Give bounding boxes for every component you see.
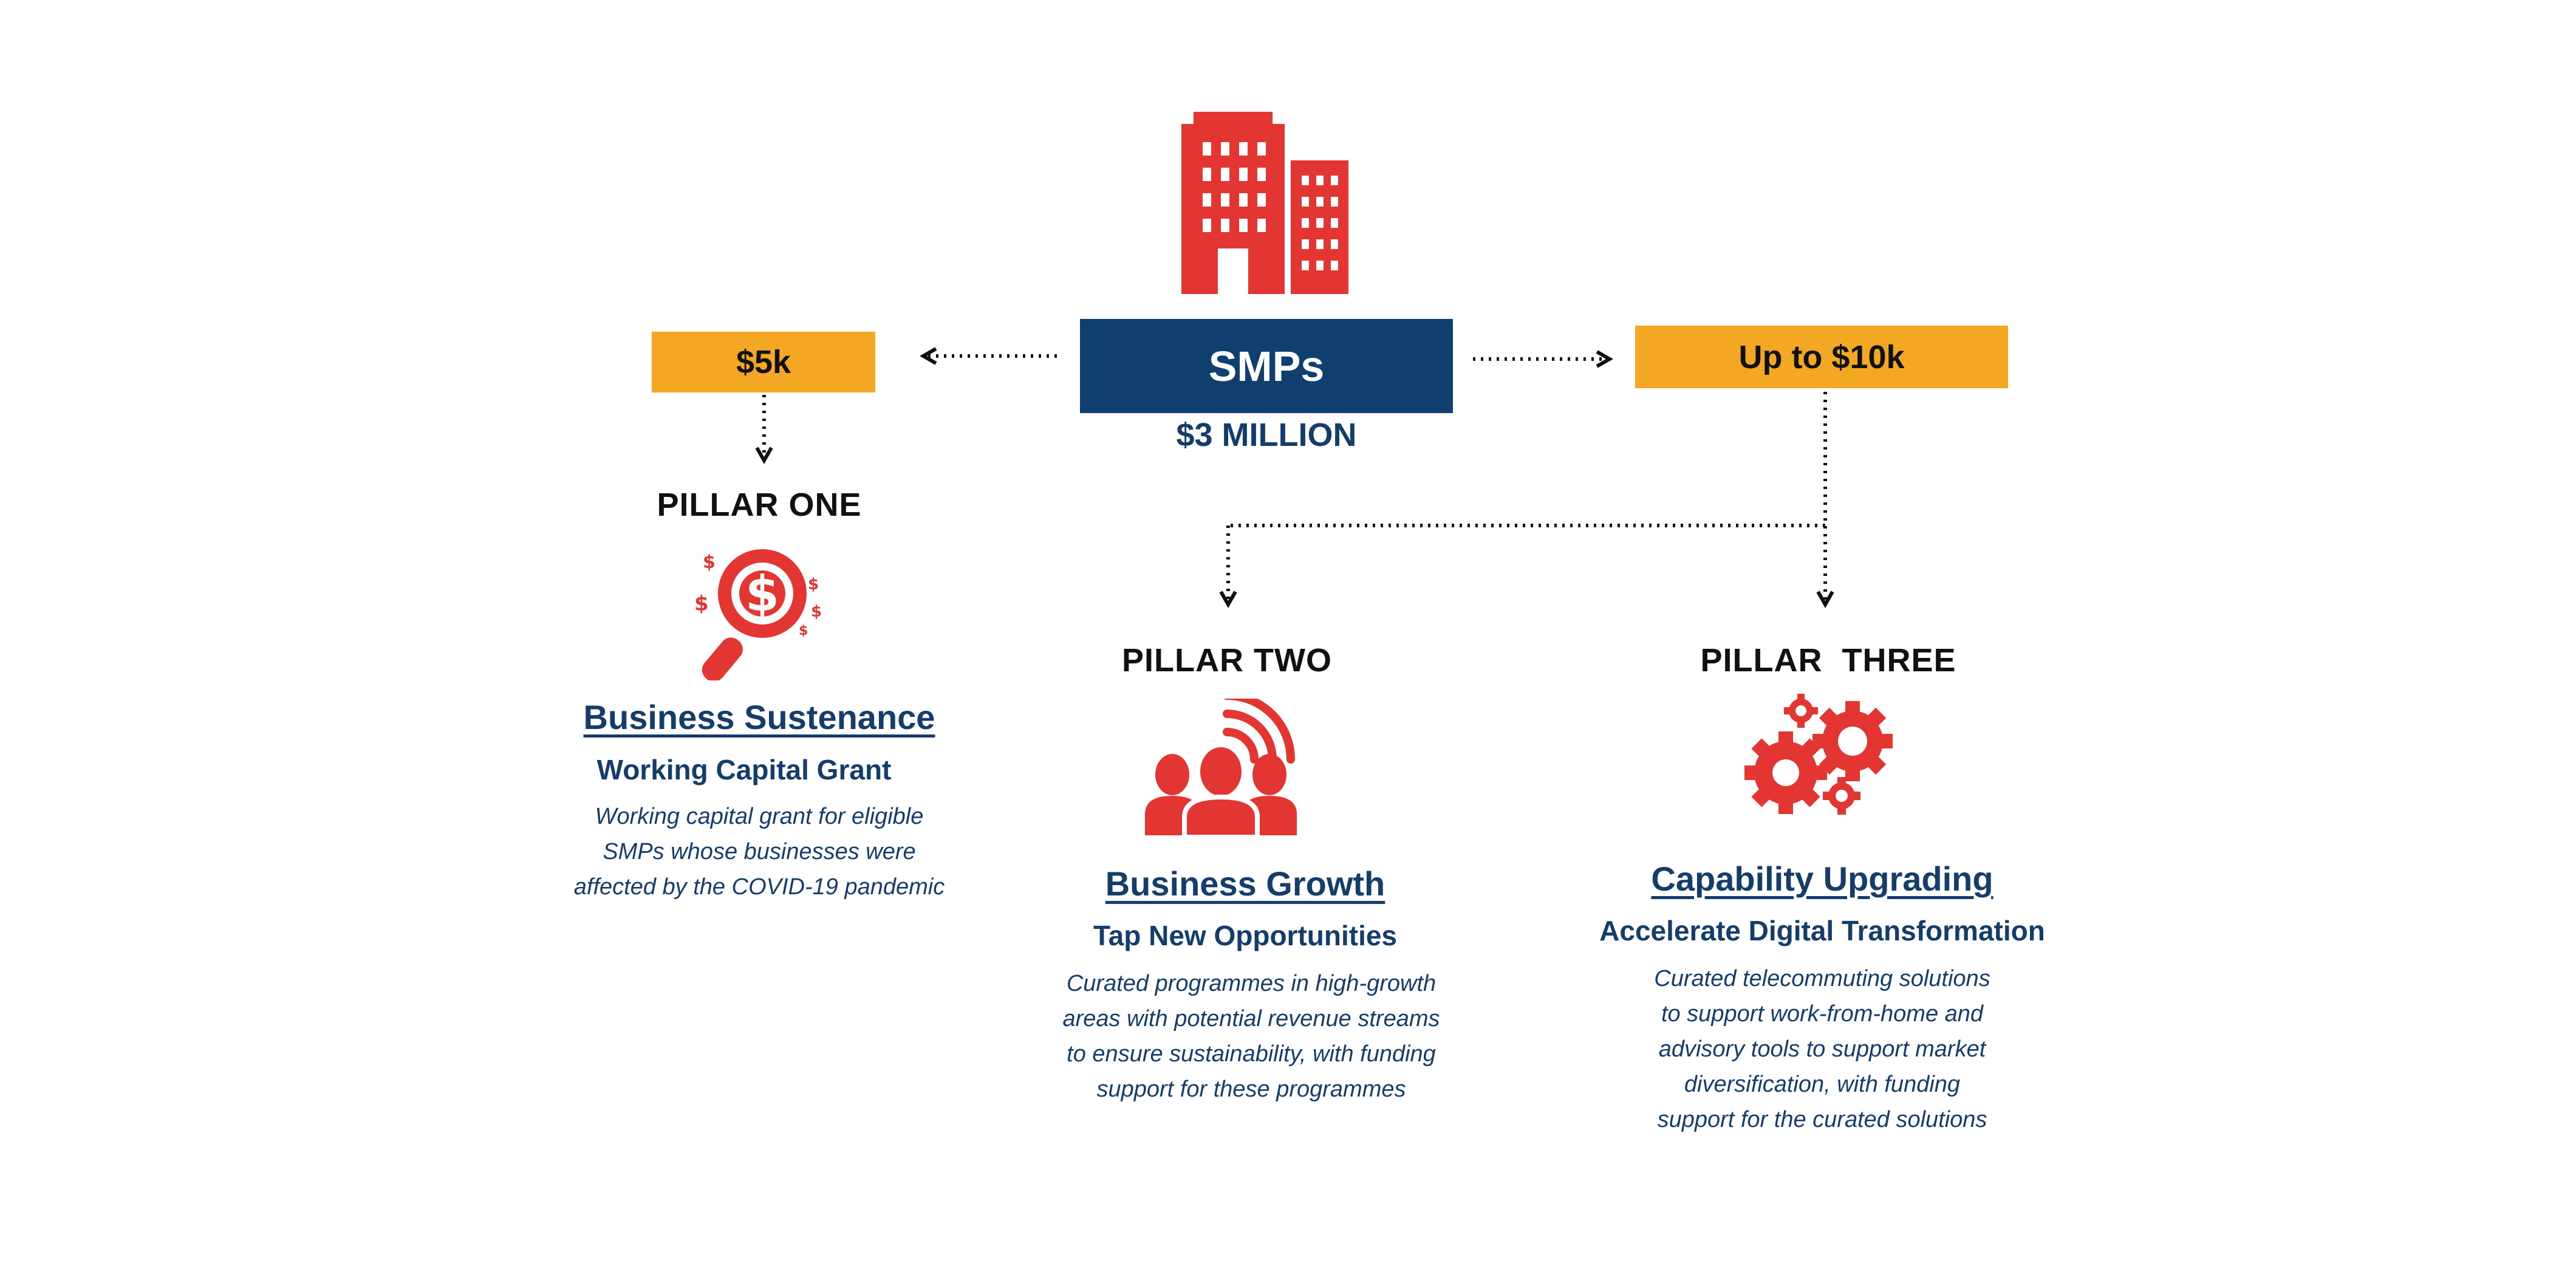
amount-5k-label: $5k [736,344,791,380]
pillar-three-desc-line: diversification, with funding [1684,1072,1961,1097]
money-magnifier-icon: $ $ $ $ $ $ [694,549,822,680]
smps-label: SMPs [1208,342,1325,390]
svg-text:$: $ [745,566,779,622]
pillar-three-subtitle: Accelerate Digital Transformation [1599,915,2045,946]
smps-box: SMPs [1080,319,1453,413]
pillar-one-label: PILLAR ONE [657,487,862,523]
gears-icon [1744,694,1893,815]
pillar-three-desc-line: advisory tools to support market [1658,1036,1986,1062]
people-signal-icon [1145,699,1297,838]
amount-box-10k: Up to $10k [1635,326,2008,388]
pillar-three-description: Curated telecommuting solutions to suppo… [1616,961,2029,1137]
pillar-two-desc-line: areas with potential revenue streams [1062,1006,1440,1032]
pillar-one-desc-line: SMPs whose businesses were [603,839,916,864]
pillar-three-label: PILLAR THREE [1700,642,1956,679]
pillar-one-title: Business Sustenance [583,698,935,736]
pillar-three-desc-line: Curated telecommuting solutions [1654,966,1990,991]
pillar-one-desc-line: affected by the COVID-19 pandemic [573,874,945,900]
pillar-two-desc-line: Curated programmes in high-growth [1066,971,1437,996]
pillar-three-title: Capability Upgrading [1651,860,1993,898]
pillar-one-subtitle: Working Capital Grant [596,754,892,786]
svg-text:$: $ [811,603,822,621]
pillar-two-desc-line: to ensure sustainability, with funding [1067,1041,1436,1067]
pillar-one-desc-line: Working capital grant for eligible [595,804,924,829]
pillar-one-description: Working capital grant for eligible SMPs … [547,799,972,905]
svg-text:$: $ [808,575,819,594]
pillar-two-desc-line: support for these programmes [1096,1076,1406,1102]
svg-text:$: $ [703,552,716,573]
pillar-two-title: Business Growth [1105,864,1385,903]
total-budget: $3 MILLION [1176,417,1357,453]
pillar-three-desc-line: support for the curated solutions [1657,1107,1987,1132]
svg-text:$: $ [799,623,808,638]
svg-text:$: $ [694,592,709,616]
pillar-two-subtitle: Tap New Opportunities [1093,920,1398,951]
pillar-two-description: Curated programmes in high-growth areas … [1020,966,1482,1107]
pillar-two-label: PILLAR TWO [1122,642,1332,679]
amount-10k-label: Up to $10k [1738,338,1905,375]
building-icon [1181,112,1348,294]
pillar-three-desc-line: to support work-from-home and [1661,1001,1984,1027]
amount-box-5k: $5k [652,332,875,392]
